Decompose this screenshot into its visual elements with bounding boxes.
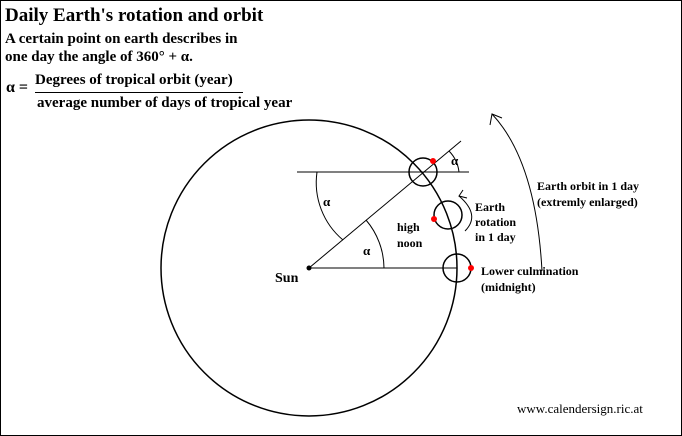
earth-rotation-line: rotation	[475, 215, 517, 229]
intro-line-1: A certain point on earth describes in	[5, 31, 238, 47]
lower-culmination-line: (midnight)	[481, 280, 536, 294]
alpha-label-upper-right: α	[451, 153, 459, 168]
intro-line-2: one day the angle of 360° + α.	[5, 49, 193, 65]
alpha-arc-upper-left	[315, 171, 344, 241]
diagram-title: Daily Earth's rotation and orbit	[5, 5, 264, 26]
earth-position-middle	[433, 200, 463, 230]
formula-numerator: Degrees of tropical orbit (year)	[35, 72, 233, 88]
lower-culmination-line: Lower culmination	[481, 264, 579, 278]
formula-alpha-symbol: α =	[6, 79, 29, 96]
formula-fraction-bar	[35, 92, 243, 93]
red-point-top	[430, 158, 436, 164]
orbit-arrow	[491, 113, 543, 272]
orbit-arrowhead	[489, 113, 503, 126]
red-point-bottom	[468, 265, 474, 271]
alpha-label-upper-left: α	[323, 194, 331, 209]
high-noon-line: high	[397, 220, 420, 234]
earth-orbit-line: (extremly enlarged)	[537, 195, 638, 209]
high-noon-line: noon	[397, 236, 423, 250]
website-credit: www.calendersign.ric.at	[517, 401, 643, 416]
alpha-label-sun: α	[363, 243, 371, 258]
earth-rotation-label: Earth rotation in 1 day	[475, 200, 516, 245]
red-point-middle	[431, 216, 437, 222]
alpha-arc-upper-right	[448, 150, 460, 173]
earth-position-top	[408, 157, 438, 187]
earth-orbit-label: Earth orbit in 1 day (extremly enlarged)	[537, 178, 639, 210]
formula-denominator: average number of days of tropical year	[37, 95, 293, 111]
earth-rotation-line: Earth	[475, 200, 505, 214]
sun-label: Sun	[275, 271, 299, 286]
alpha-arc-sun	[365, 219, 385, 269]
earth-orbit-line: Earth orbit in 1 day	[537, 179, 640, 193]
high-noon-label: high noon	[397, 219, 422, 251]
rotation-arrowhead	[458, 189, 468, 199]
lower-culmination-label: Lower culmination (midnight)	[481, 263, 578, 295]
rotation-arrow	[458, 195, 473, 232]
sun-point	[306, 265, 312, 271]
earth-rotation-line: in 1 day	[475, 230, 516, 244]
